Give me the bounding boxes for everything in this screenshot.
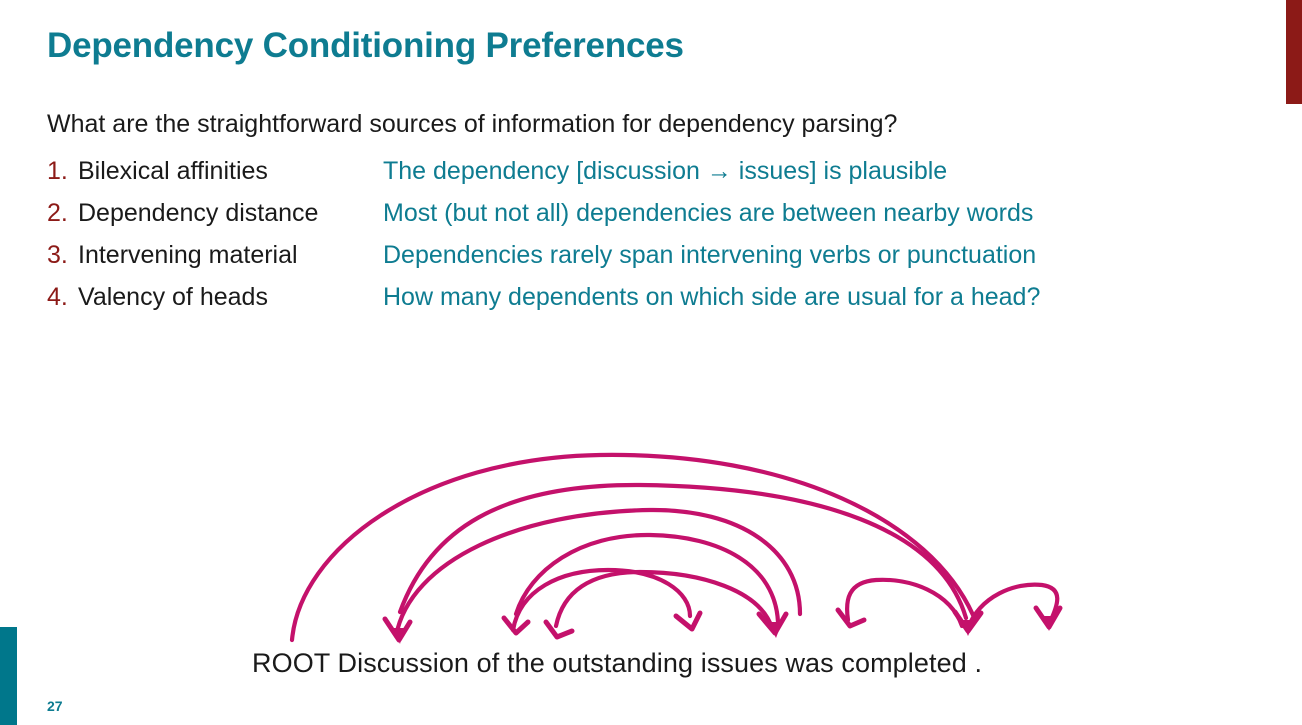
arc-completed-to-discussion [397,482,969,621]
arc-root-to-completed [289,452,976,643]
list-item-description: Dependencies rarely span intervening ver… [383,241,1037,269]
arc-of-to-the [510,567,693,633]
accent-bar-top-right [1286,0,1302,104]
arc-issues-to-of [513,532,781,625]
page-title: Dependency Conditioning Preferences [47,26,684,65]
dependency-sentence: ROOT Discussion of the outstanding issue… [252,648,983,678]
page-number: 27 [47,698,63,714]
list-item-term: Bilexical affinities [78,157,268,185]
arrowhead-was [835,607,867,629]
list-item-number: 1. [47,157,68,185]
arc-completed-to-was [844,577,965,629]
arrowhead-the [673,610,703,632]
list-item-description: How many dependents on which side are us… [383,283,1041,311]
list-item: 2. Dependency distance Most (but not all… [40,199,1260,241]
arrow-tip-issues [768,622,782,638]
accent-bar-bottom-left [0,627,17,725]
list-item-term: Intervening material [78,241,298,269]
arrow-tip-discussion [393,628,404,644]
arc-issues-to-outstanding [553,569,775,631]
list-item-description: Most (but not all) dependencies are betw… [383,199,1034,227]
dependency-arc-diagram [0,400,1302,700]
list-item-number: 2. [47,199,68,227]
list-item-number: 4. [47,283,68,311]
sources-list: 1. Bilexical affinities The dependency [… [40,157,1260,325]
arrow-tip-period [1042,616,1056,631]
arc-discussion-to-issues [393,507,803,639]
arrow-tip-completed [961,620,975,636]
arc-completed-to-period [965,582,1060,631]
list-item: 4. Valency of heads How many dependents … [40,283,1260,325]
list-item-term: Dependency distance [78,199,319,227]
arrowhead-outstanding [543,619,575,640]
list-item: 1. Bilexical affinities The dependency [… [40,157,1260,199]
list-item-number: 3. [47,241,68,269]
arrowhead-of [501,615,531,636]
list-item: 3. Intervening material Dependencies rar… [40,241,1260,283]
intro-question: What are the straightforward sources of … [47,110,898,138]
list-item-term: Valency of heads [78,283,268,311]
list-item-description: The dependency [discussion → issues] is … [383,157,948,185]
